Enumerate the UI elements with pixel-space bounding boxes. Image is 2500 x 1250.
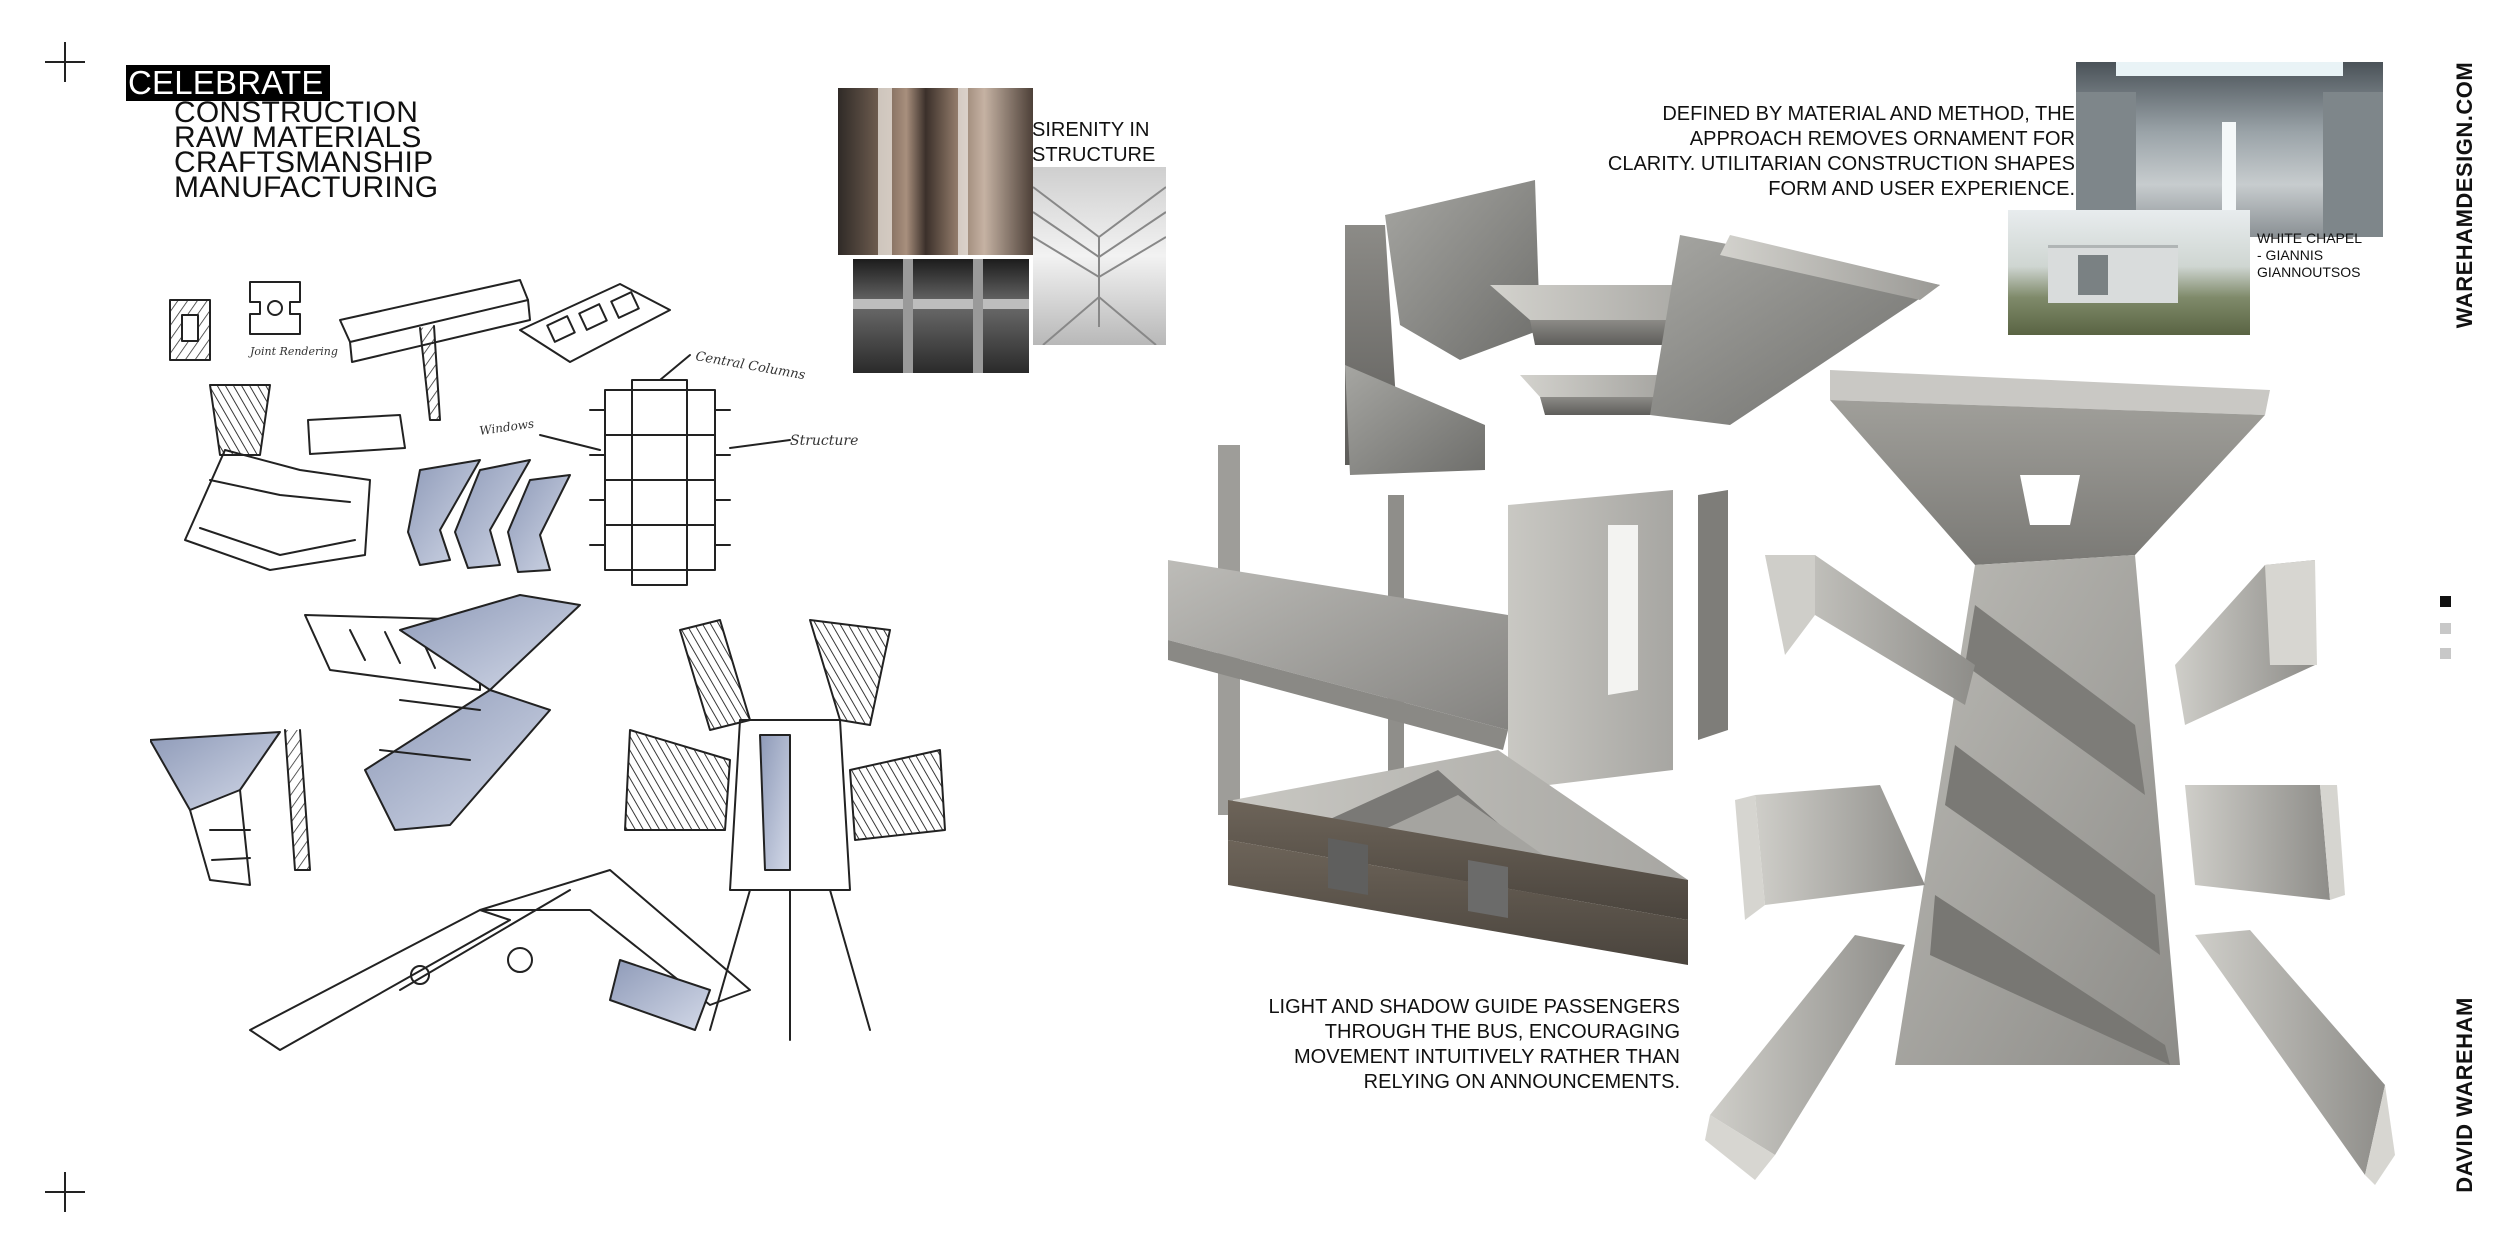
page-dot[interactable] <box>2440 623 2451 634</box>
photo-white-vault <box>1033 167 1166 345</box>
annotation-joint: Joint Rendering <box>248 345 338 358</box>
sketch-chevron <box>407 459 481 566</box>
page-dot-active[interactable] <box>2440 596 2451 607</box>
sketch-seats <box>304 614 481 691</box>
sketch-interior <box>624 619 946 1041</box>
author-name: DAVID WAREHAM <box>2452 997 2477 1193</box>
sketch-bus-roof <box>519 283 671 363</box>
sketch-joint <box>249 869 751 1051</box>
light-shadow-caption: LIGHT AND SHADOW GUIDE PASSENGERS THROUG… <box>1268 996 1680 1093</box>
sketch-module <box>150 731 281 811</box>
crop-mark-top-left <box>45 42 85 82</box>
page-dot[interactable] <box>2440 648 2451 659</box>
sketch-column <box>209 384 271 456</box>
sketch-profile <box>249 281 301 335</box>
photo-ceiling-grid <box>853 259 1029 373</box>
intro-item: CONSTRUCTION <box>174 96 419 129</box>
sketch-collage: Joint Rendering Central Columns Windows … <box>150 279 946 1051</box>
intro-item: CRAFTSMANSHIP <box>174 146 434 179</box>
intro-highlight: CELEBRATE <box>126 65 330 101</box>
caption-sirenity: SIRENITY IN STRUCTURE <box>1032 119 1156 166</box>
photo-white-chapel-exterior <box>2008 210 2250 335</box>
concrete-render-lower <box>1168 445 1728 965</box>
sketch-bus-perspective <box>184 449 371 571</box>
annotation-structure: Structure <box>790 433 858 449</box>
crop-mark-bottom-left <box>45 1172 85 1212</box>
concrete-render-upper <box>1345 180 1940 475</box>
material-statement: DEFINED BY MATERIAL AND METHOD, THE APPR… <box>1607 103 2075 200</box>
annotation-windows: Windows <box>478 416 534 438</box>
photo-corridor-brown <box>838 88 1033 255</box>
concrete-render-right <box>1705 370 2395 1185</box>
intro-item: RAW MATERIALS <box>174 121 422 154</box>
sketch-corridor <box>399 594 581 691</box>
intro-item: MANUFACTURING <box>174 171 439 204</box>
website-link[interactable]: WAREHAMDESIGN.COM <box>2452 61 2477 329</box>
annotation-central-columns: Central Columns <box>694 349 806 383</box>
sketch-structure <box>589 379 731 586</box>
caption-white-chapel: WHITE CHAPEL - GIANNIS GIANNOUTSOS <box>2257 230 2363 280</box>
sketch-bus-side <box>307 414 406 455</box>
intro-list: CONSTRUCTION RAW MATERIALS CRAFTSMANSHIP… <box>174 96 439 204</box>
